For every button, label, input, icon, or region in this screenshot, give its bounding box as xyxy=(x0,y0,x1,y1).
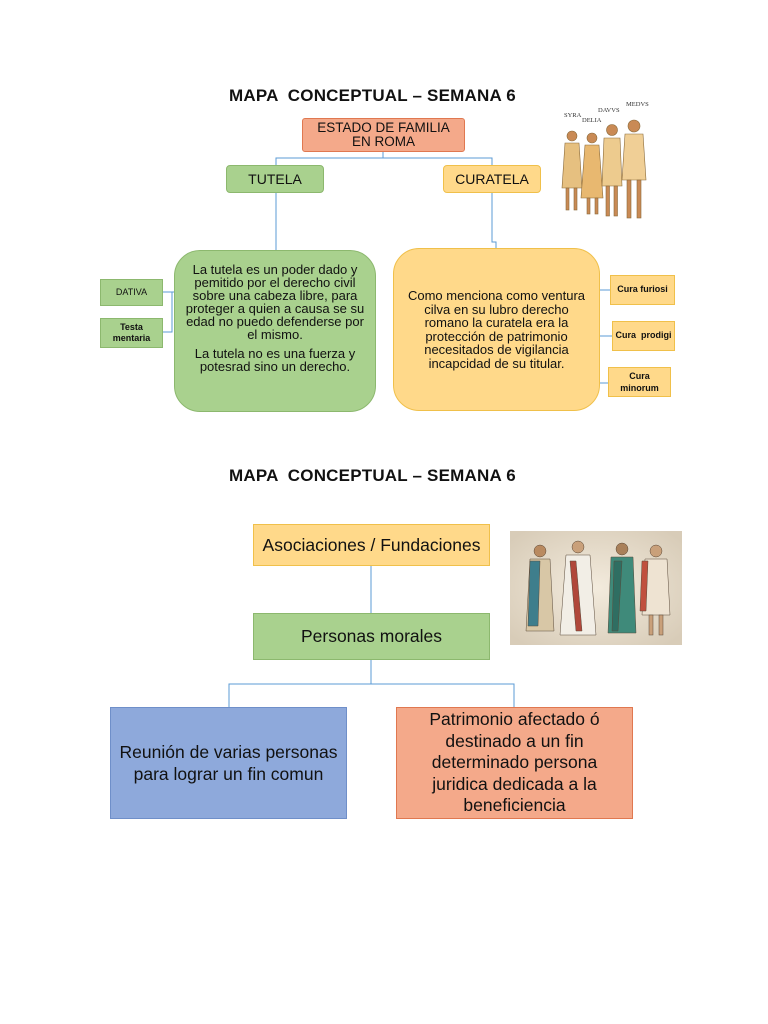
reunion-personas-label: Reunión de varias personas para lograr u… xyxy=(119,742,338,784)
tutela-description: La tutela es un poder dado y pemitido po… xyxy=(185,262,365,342)
curatela-description: Como menciona como ventura cilva en su l… xyxy=(407,288,586,371)
personas-morales-label: Personas morales xyxy=(300,626,443,646)
map1-title: MAPA CONCEPTUAL – SEMANA 6 xyxy=(229,86,516,105)
tutela-description-2: La tutela no es una fuerza y potesrad si… xyxy=(194,346,356,374)
personas-morales-node: Personas morales xyxy=(253,613,490,660)
tutela-node: TUTELA xyxy=(226,165,324,193)
curatela-type-furiosi-label: Cura furiosi xyxy=(617,284,668,295)
map2-root-node: Asociaciones / Fundaciones xyxy=(253,524,490,566)
tutela-label: TUTELA xyxy=(248,171,302,187)
curatela-type-minorum-label: Cura minorum xyxy=(620,371,659,393)
tutela-type-testamentaria: Testa mentaria xyxy=(100,318,163,348)
curatela-description-box: Como menciona como ventura cilva en su l… xyxy=(393,248,600,411)
tutela-type-dativa: DATIVA xyxy=(100,279,163,306)
curatela-type-prodigi-label: Cura prodigi xyxy=(615,330,672,341)
caption-syra: SYRA xyxy=(564,112,582,119)
patrimonio-afectado-node: Patrimonio afectado ó destinado a un fin… xyxy=(396,707,633,819)
caption-delia: DELIA xyxy=(582,117,602,124)
curatela-type-minorum: Cura minorum xyxy=(608,367,671,397)
curatela-type-prodigi: Cura prodigi xyxy=(612,321,675,351)
tutela-description-box: La tutela es un poder dado y pemitido po… xyxy=(174,250,376,412)
tutela-type-dativa-label: DATIVA xyxy=(115,286,148,297)
caption-davvs: DAVVS xyxy=(598,107,620,114)
reunion-personas-node: Reunión de varias personas para lograr u… xyxy=(110,707,347,819)
roman-family-illustration: SYRA DELIA DAVVS MEDVS xyxy=(561,101,649,219)
patrimonio-afectado-label: Patrimonio afectado ó destinado a un fin… xyxy=(429,709,600,816)
curatela-type-furiosi: Cura furiosi xyxy=(610,275,675,305)
roman-citizens-illustration xyxy=(510,531,682,645)
map1-root-label: ESTADO DE FAMILIA EN ROMA xyxy=(317,120,450,149)
caption-medvs: MEDVS xyxy=(626,101,649,108)
curatela-label: CURATELA xyxy=(455,171,529,187)
map2-root-label: Asociaciones / Fundaciones xyxy=(262,534,481,555)
map1-root-node: ESTADO DE FAMILIA EN ROMA xyxy=(302,118,465,152)
tutela-type-testamentaria-label: Testa mentaria xyxy=(112,322,151,343)
map2-title: MAPA CONCEPTUAL – SEMANA 6 xyxy=(229,466,516,485)
curatela-node: CURATELA xyxy=(443,165,541,193)
